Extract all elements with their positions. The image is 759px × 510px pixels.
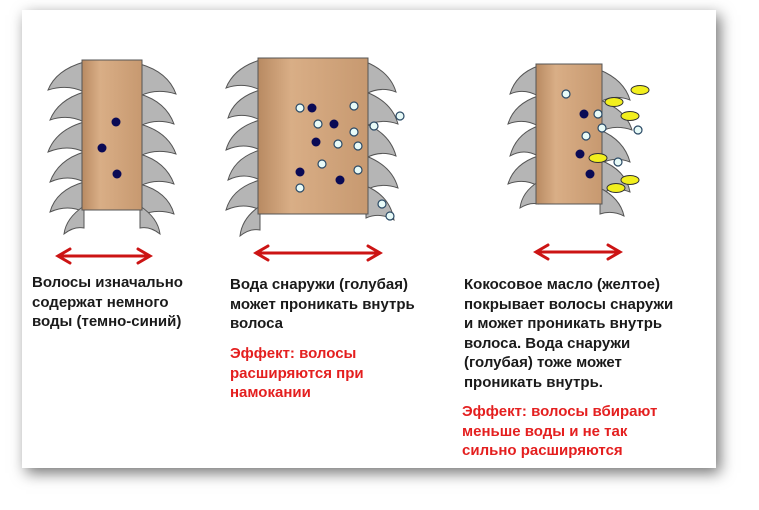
- hair-shaft: [81, 59, 143, 211]
- caption-line: и может проникать внутрь: [464, 315, 663, 332]
- caption-line: Волосы изначально: [32, 274, 183, 291]
- water-inside-dots: [97, 117, 122, 179]
- cuticle-scales-right: [599, 69, 633, 217]
- width-arrow: [253, 244, 383, 262]
- effect-line: расширяются при: [230, 364, 364, 382]
- width-arrow: [55, 247, 153, 265]
- water-outside-dots: [561, 89, 643, 167]
- caption-dry: Волосы изначально содержат немного воды …: [32, 273, 183, 332]
- caption-line: Вода снаружи (голубая): [230, 276, 408, 293]
- cuticle-scales-right: [365, 61, 399, 221]
- width-arrow: [533, 243, 623, 261]
- caption-line: Кокосовое масло (желтое): [464, 276, 660, 293]
- cuticle-scales-left: [225, 59, 261, 238]
- water-outside-dots: [295, 101, 405, 221]
- cuticle-scales-left: [507, 65, 539, 209]
- caption-line: воды (темно-синий): [32, 313, 182, 330]
- diagram-frame: Волосы изначально содержат немного воды …: [22, 10, 716, 468]
- caption-line: (голубая) тоже может: [464, 354, 622, 371]
- hair-strand-dry: [47, 59, 177, 265]
- hair-strand-oiled: [507, 63, 650, 261]
- effect-line: меньше воды и не так: [462, 422, 628, 440]
- effect-wet: Эффект: волосы расширяются при намокании: [230, 344, 364, 403]
- caption-line: волоса: [230, 315, 283, 332]
- caption-line: содержат немного: [32, 293, 169, 311]
- hair-strand-wet: [225, 57, 405, 262]
- caption-line: покрывает волосы снаружи: [464, 295, 674, 313]
- effect-line: сильно расширяются: [462, 442, 623, 459]
- water-inside-dots: [295, 103, 345, 185]
- caption-line: может проникать внутрь: [230, 295, 415, 313]
- effect-line: Эффект: волосы вбирают: [462, 403, 658, 420]
- effect-line: Эффект: волосы: [230, 345, 357, 362]
- caption-line: волоса. Вода снаружи: [464, 334, 631, 352]
- cuticle-scales-left: [47, 61, 85, 236]
- effect-oiled: Эффект: волосы вбирают меньше воды и не …: [462, 402, 657, 461]
- caption-line: проникать внутрь.: [464, 373, 603, 391]
- caption-oiled: Кокосовое масло (желтое) покрывает волос…: [464, 275, 673, 392]
- coconut-oil-drops: [588, 85, 650, 193]
- hair-shaft: [257, 57, 369, 215]
- cuticle-scales-right: [139, 63, 177, 236]
- water-inside-dots: [575, 109, 595, 179]
- hair-shaft: [535, 63, 603, 205]
- caption-wet: Вода снаружи (голубая) может проникать в…: [230, 275, 415, 334]
- effect-line: намокании: [230, 384, 311, 401]
